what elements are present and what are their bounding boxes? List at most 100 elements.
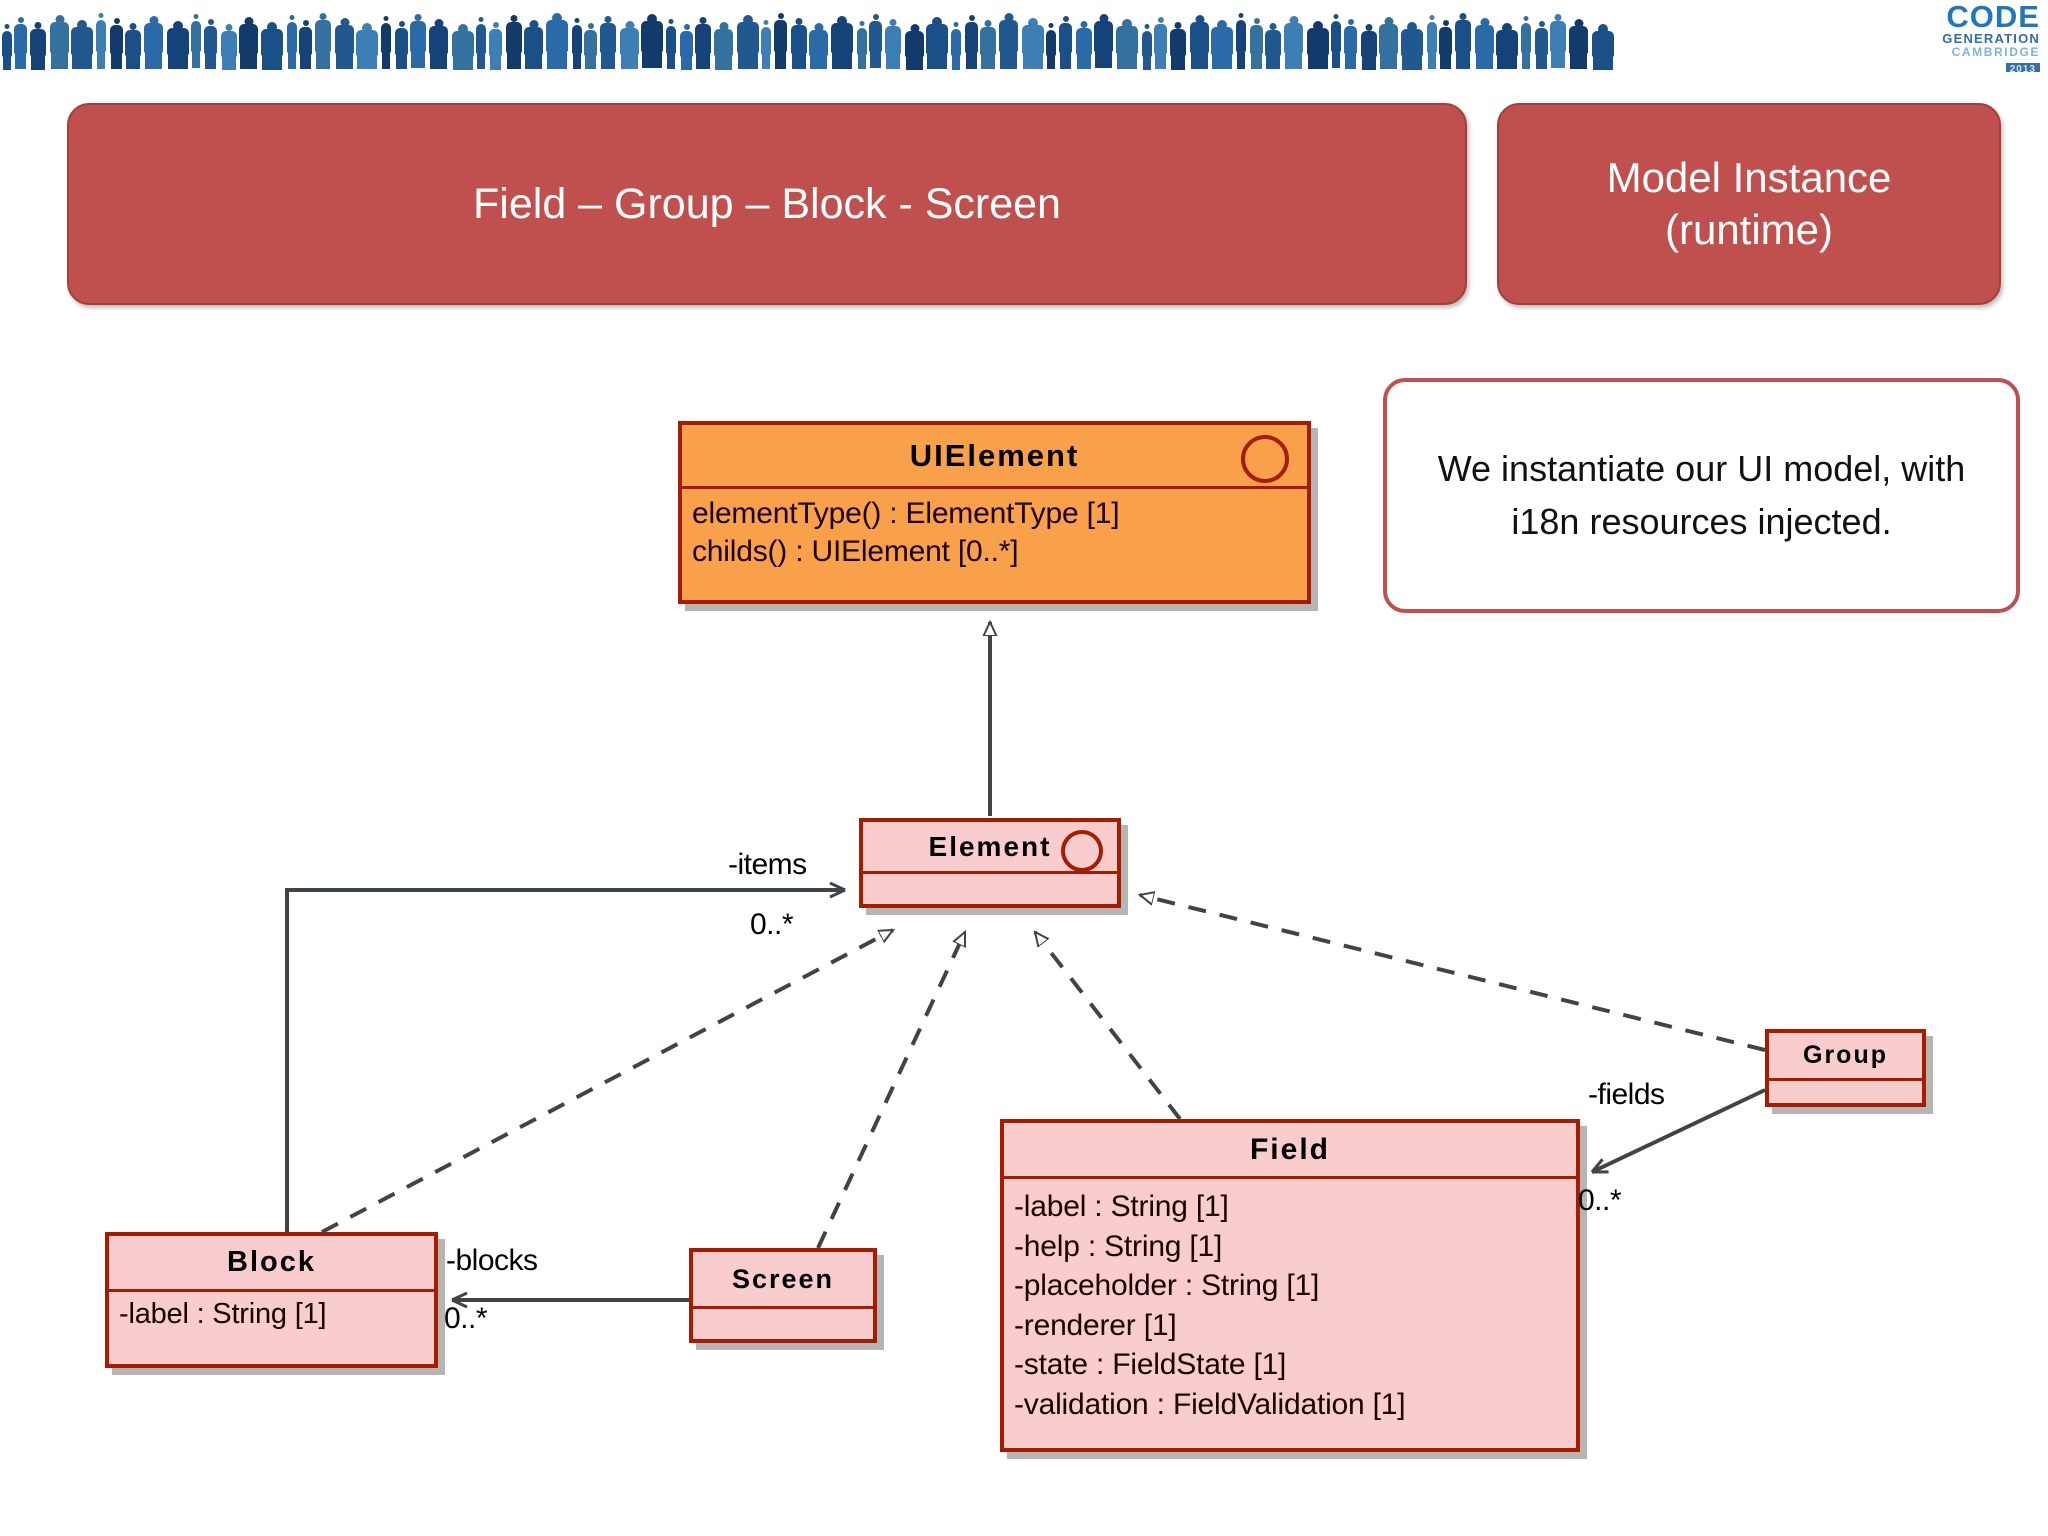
person-silhouette-icon — [1284, 16, 1303, 69]
person-silhouette-icon — [1592, 24, 1614, 70]
person-silhouette-icon — [315, 13, 331, 69]
person-silhouette-icon — [1427, 15, 1437, 69]
person-silhouette-icon — [1569, 19, 1588, 69]
person-silhouette-icon — [1142, 24, 1152, 70]
class-name-element: Element — [928, 830, 1052, 862]
person-silhouette-icon — [572, 18, 582, 69]
class-name-block: Block — [227, 1246, 316, 1278]
person-silhouette-icon — [410, 14, 426, 68]
class-name-field: Field — [1249, 1132, 1330, 1166]
person-silhouette-icon — [1076, 21, 1092, 69]
people-silhouettes-icon — [0, 4, 1620, 70]
logo-cambridge-text: CAMBRIDGE — [1951, 45, 2040, 59]
person-silhouette-icon — [1535, 21, 1548, 69]
person-silhouette-icon — [1521, 16, 1531, 69]
edge-label-blocks: -blocks — [446, 1244, 538, 1277]
class-box-group[interactable]: Group — [1765, 1029, 1926, 1107]
person-silhouette-icon — [14, 17, 27, 69]
class-header-group: Group — [1769, 1033, 1922, 1081]
person-silhouette-icon — [1190, 15, 1209, 69]
person-silhouette-icon — [239, 17, 258, 69]
person-silhouette-icon — [299, 20, 312, 69]
logo-year-badge: 2013 — [2005, 63, 2040, 72]
edge-label-fields: -fields — [1588, 1078, 1665, 1111]
relation-block-realizes-element — [321, 928, 893, 1234]
class-members-element — [863, 874, 1117, 905]
person-silhouette-icon — [965, 15, 978, 69]
model-instance-banner: Model Instance (runtime) — [1497, 103, 2001, 305]
slide-title-banner: Field – Group – Block - Screen — [67, 103, 1467, 305]
class-members-field: -label : String [1] -help : String [1] -… — [1004, 1179, 1576, 1433]
person-silhouette-icon — [926, 17, 948, 69]
class-member: childs() : UIElement [0..*] — [692, 535, 1019, 569]
class-box-screen[interactable]: Screen — [689, 1248, 877, 1343]
interface-circle-icon — [1061, 830, 1103, 872]
class-member: elementType() : ElementType [1] — [692, 497, 1120, 530]
person-silhouette-icon — [1496, 23, 1518, 69]
relation-field-realizes-element — [1033, 932, 1182, 1121]
class-name-screen: Screen — [731, 1263, 835, 1294]
person-silhouette-icon — [429, 19, 448, 69]
class-name-uielement: UIElement — [909, 437, 1080, 473]
conference-logo: CODE GENERATION CAMBRIDGE 2013 — [1858, 1, 2040, 72]
person-silhouette-icon — [191, 14, 201, 68]
class-box-field[interactable]: Field -label : String [1] -help : String… — [1000, 1119, 1580, 1452]
person-silhouette-icon — [641, 14, 663, 68]
person-silhouette-icon — [714, 22, 733, 70]
person-silhouette-icon — [905, 24, 924, 70]
class-header-uielement: UIElement — [682, 425, 1307, 489]
person-silhouette-icon — [221, 24, 237, 70]
person-silhouette-icon — [680, 24, 693, 70]
person-silhouette-icon — [1236, 13, 1246, 69]
class-member: -label : String [1] — [119, 1298, 327, 1330]
person-silhouette-icon — [1550, 14, 1566, 68]
person-silhouette-icon — [71, 20, 93, 69]
person-silhouette-icon — [600, 16, 616, 69]
person-silhouette-icon — [1116, 19, 1138, 69]
person-silhouette-icon — [395, 21, 408, 69]
person-silhouette-icon — [737, 15, 759, 69]
class-box-block[interactable]: Block -label : String [1] — [105, 1232, 438, 1368]
class-member: -validation : FieldValidation [1] — [1014, 1387, 1406, 1421]
person-silhouette-icon — [1211, 20, 1233, 69]
person-silhouette-icon — [951, 22, 961, 70]
relation-screen-realizes-element — [816, 932, 967, 1249]
person-silhouette-icon — [885, 19, 901, 69]
class-member: -state : FieldState [1] — [1014, 1348, 1287, 1382]
person-silhouette-icon — [1344, 19, 1357, 69]
person-silhouette-icon — [50, 15, 69, 69]
top-banner: CODE GENERATION CAMBRIDGE 2013 — [0, 0, 2048, 72]
person-silhouette-icon — [695, 17, 711, 69]
logo-generation-text: GENERATION — [1942, 31, 2040, 46]
person-silhouette-icon — [144, 16, 163, 69]
person-silhouette-icon — [1046, 23, 1056, 69]
class-box-uielement[interactable]: UIElement elementType() : ElementType [1… — [678, 421, 1311, 604]
person-silhouette-icon — [476, 17, 486, 69]
person-silhouette-icon — [809, 23, 828, 69]
person-silhouette-icon — [761, 20, 771, 69]
class-members-screen — [693, 1309, 873, 1341]
person-silhouette-icon — [287, 15, 297, 69]
edge-label-blocks-mult: 0..* — [444, 1302, 488, 1335]
person-silhouette-icon — [110, 18, 123, 69]
callout-text: We instantiate our UI model, with i18n r… — [1437, 448, 1966, 542]
person-silhouette-icon — [869, 14, 882, 68]
class-member: -label : String [1] — [1014, 1190, 1229, 1223]
person-silhouette-icon — [1331, 14, 1341, 68]
model-instance-banner-text: Model Instance (runtime) — [1606, 153, 1892, 254]
person-silhouette-icon — [1059, 16, 1072, 69]
person-silhouette-icon — [2, 24, 12, 70]
person-silhouette-icon — [1361, 24, 1377, 70]
class-member: -help : String [1] — [1014, 1229, 1223, 1263]
person-silhouette-icon — [1307, 21, 1329, 69]
person-silhouette-icon — [381, 16, 391, 69]
person-silhouette-icon — [1439, 20, 1452, 69]
person-silhouette-icon — [261, 22, 283, 70]
person-silhouette-icon — [96, 13, 106, 69]
person-silhouette-icon — [584, 23, 597, 69]
relation-group-realizes-element — [1140, 895, 1766, 1052]
person-silhouette-icon — [1455, 13, 1471, 69]
class-box-element[interactable]: Element — [859, 818, 1121, 908]
class-member: -placeholder : String [1] — [1014, 1269, 1320, 1303]
edge-label-items-mult: 0..* — [750, 908, 794, 941]
